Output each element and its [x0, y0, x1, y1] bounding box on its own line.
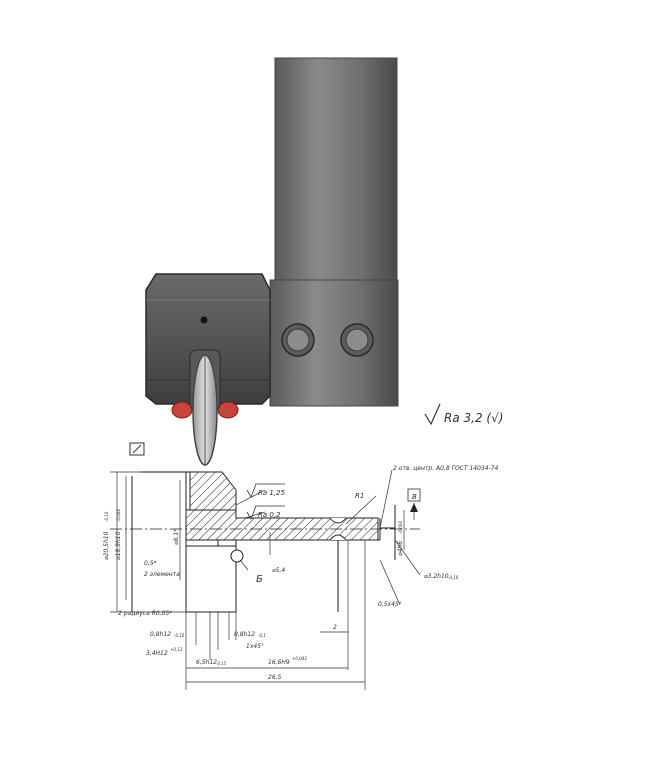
dark-block [145, 273, 271, 405]
surface-finish-text: Ra 3,2 (√) [444, 411, 503, 425]
radius-r1: R1 [355, 492, 364, 500]
two-radii: 2 радиуса R0,05* [118, 610, 172, 617]
vertical-tube [274, 57, 398, 289]
dia-bore: ⌀18,9h10 [115, 531, 122, 560]
dim-32: ⌀3,2h10 [424, 573, 449, 580]
dim-166: 16,6H9 [268, 659, 290, 666]
dim-32-tol: -0,10 [448, 575, 459, 580]
roughness-2: Ra 0,2 [258, 511, 281, 519]
dim-08-a: 0,8h12 [150, 631, 171, 638]
base-triangle [410, 503, 418, 512]
dimension-texts: В Б 2 отв. центр. А0,8 ГОСТ 14034-74 R1 … [103, 465, 499, 681]
dim-265: 26,5 [268, 674, 282, 681]
base-marker-box [407, 488, 421, 502]
dim-65-tol: -0,15 [216, 661, 227, 666]
base-marker-text: В [412, 493, 417, 501]
dim-1x45: 1х45° [246, 643, 264, 650]
dim-08-b: 0,8h12 [234, 631, 255, 638]
assembly-render [145, 57, 399, 466]
dim-65: 6,5h12 [196, 659, 217, 666]
block-hole [200, 316, 208, 324]
dim-08-a-tol: -0,10 [174, 633, 185, 638]
dim-08-b-tol: -0,1 [258, 633, 266, 638]
flatness-box [129, 442, 145, 456]
section-marker-text: Б [256, 574, 263, 585]
section-drawing [110, 471, 420, 613]
roughness-1: Ra 1,25 [258, 489, 286, 497]
dim-05x45: 0,5х45° [378, 601, 402, 608]
two-elements: 2 элемента [144, 571, 180, 578]
dimension-lines [110, 469, 421, 690]
red-part-left [171, 401, 193, 419]
dim-166-tol: +0,043 [292, 656, 307, 661]
dia-end: ⌀4h6 [397, 541, 404, 556]
surface-finish-general: Ra 3,2 (√) [424, 403, 503, 426]
dia-shaft: ⌀5,4 [272, 567, 285, 574]
dim-34: 3,4H12 [146, 650, 168, 657]
dim-34-tol: +0,12 [170, 647, 183, 652]
dia-mid: ⌀8,1* [173, 529, 180, 545]
dim-2: 2 [333, 624, 337, 631]
red-part-right [217, 401, 239, 419]
dia-bore-tol: -0,084 [116, 509, 121, 522]
bolt-right [340, 323, 374, 357]
dia-outer: ⌀20,5h10 [103, 531, 110, 560]
centre-holes-note: 2 отв. центр. А0,8 ГОСТ 14034-74 [393, 465, 499, 472]
dia-outer-tol: -0,10 [104, 511, 109, 522]
dia-end-tol: -0,008 [398, 521, 403, 534]
chamfer-05: 0,5* [144, 560, 157, 567]
bolt-left [281, 323, 315, 357]
